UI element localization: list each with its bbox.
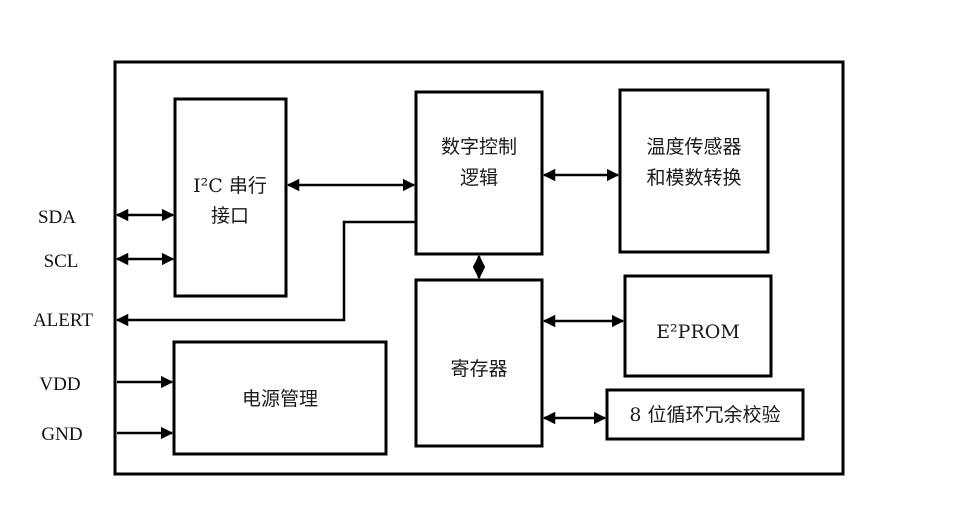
pin-scl-label: SCL (44, 251, 79, 272)
register-block: 寄存器 (414, 278, 544, 448)
chip-boundary (113, 60, 845, 476)
i2c-label-line2: 接口 (211, 205, 249, 227)
pin-vdd-label: VDD (39, 374, 80, 395)
eeprom-label: E²PROM (656, 321, 740, 343)
alert-arrow (115, 220, 416, 327)
temp-sensor-adc-block: 温度传感器 和模数转换 (618, 88, 770, 254)
register-label: 寄存器 (450, 358, 507, 380)
pin-alert-label: ALERT (33, 310, 93, 331)
crc-label: 8 位循环冗余校验 (629, 404, 780, 426)
digital-control-logic-block: 数字控制 逻辑 (414, 90, 544, 256)
pin-sda-label: SDA (38, 207, 76, 228)
power-label: 电源管理 (242, 388, 318, 410)
crc-block: 8 位循环冗余校验 (605, 388, 805, 441)
i2c-label-line1: I²C 串行 (193, 175, 267, 197)
temp-sensor-label-line1: 温度传感器 (646, 136, 741, 158)
i2c-interface-block: I²C 串行 接口 (173, 97, 288, 298)
pin-gnd-label: GND (41, 424, 82, 445)
eeprom-block: E²PROM (623, 274, 773, 378)
digital-logic-label-line1: 数字控制 (441, 136, 517, 158)
temp-sensor-label-line2: 和模数转换 (646, 167, 741, 189)
power-management-block: 电源管理 (172, 340, 388, 456)
digital-logic-label-line2: 逻辑 (460, 167, 498, 189)
